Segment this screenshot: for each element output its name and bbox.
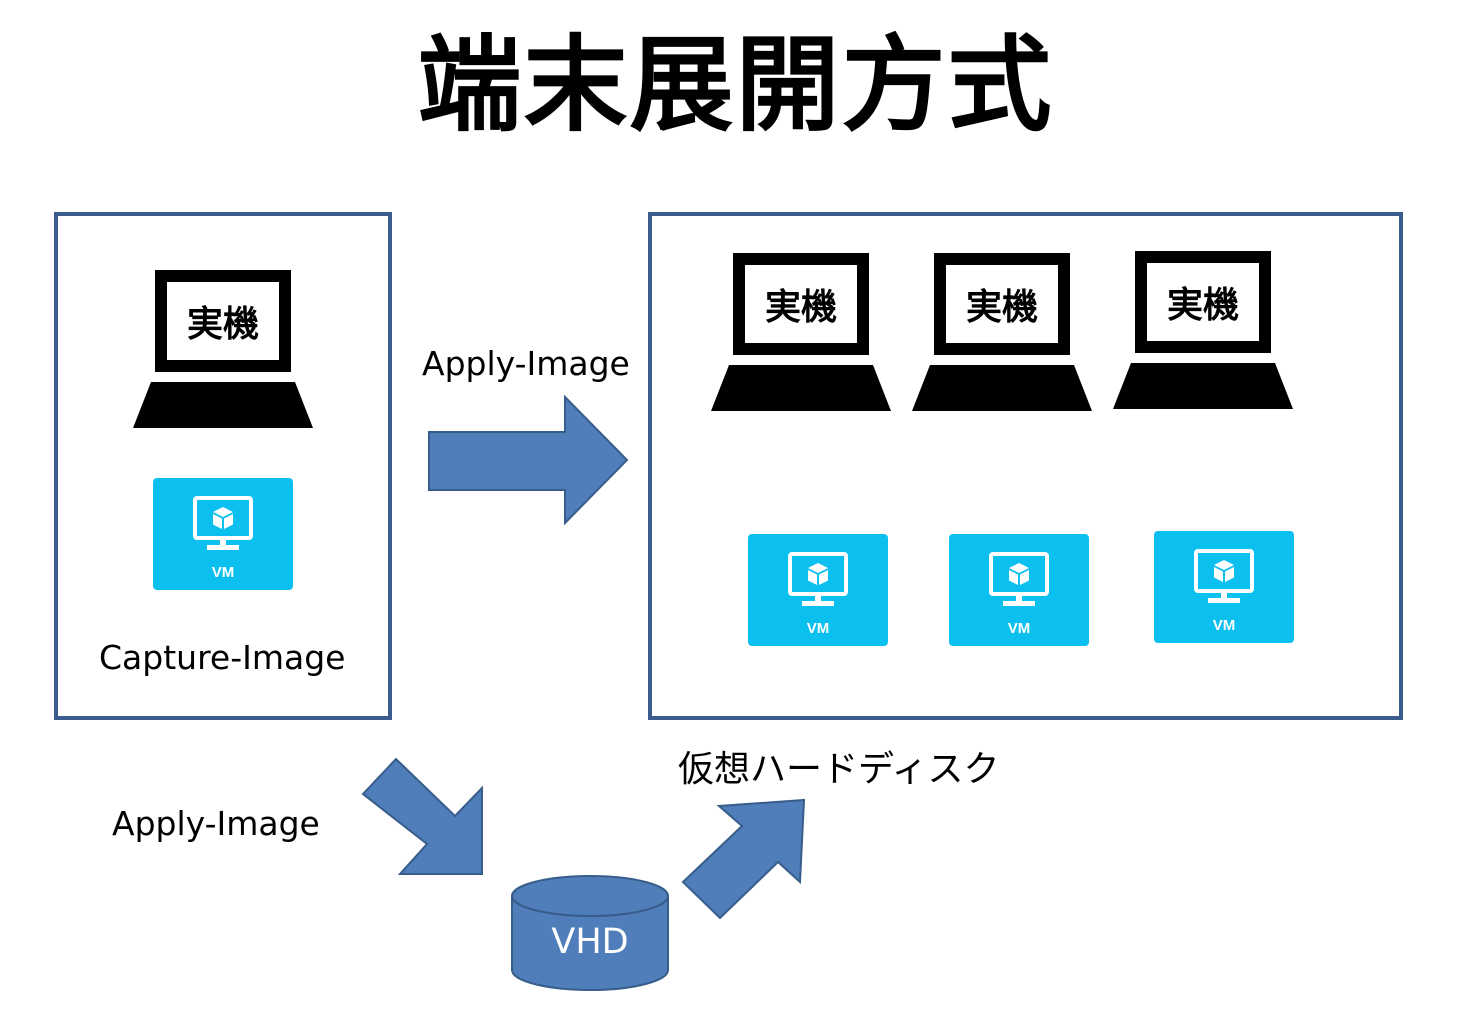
laptop-screen: 実機 — [155, 270, 291, 372]
target-vm-tile: VM — [949, 534, 1089, 646]
apply-image-bottom-label: Apply-Image — [112, 804, 320, 843]
target-laptop: 実機 — [1113, 251, 1293, 409]
vm-label: VM — [211, 564, 235, 581]
page-title: 端末展開方式 — [417, 24, 1054, 146]
vm-label: VM — [806, 620, 830, 637]
vm-monitor-icon — [1194, 549, 1254, 603]
source-vm-tile: VM — [153, 478, 293, 590]
target-laptop: 実機 — [912, 253, 1092, 411]
laptop-screen-label: 実機 — [745, 265, 857, 343]
source-laptop: 実機 — [133, 270, 313, 428]
laptop-screen: 実機 — [1135, 251, 1271, 353]
virtual-hard-disk-label: 仮想ハードディスク — [678, 749, 1000, 790]
vm-monitor-icon — [193, 496, 253, 550]
vhd-cylinder — [511, 875, 669, 991]
laptop-screen-label: 実機 — [167, 282, 279, 360]
apply-image-top-label: Apply-Image — [422, 344, 630, 383]
right-arrow-icon — [428, 394, 629, 526]
laptop-keyboard-base — [711, 365, 891, 411]
vhd-label: VHD — [551, 922, 629, 962]
vm-label: VM — [1212, 617, 1236, 634]
target-vm-tile: VM — [1154, 531, 1294, 643]
up-right-arrow-icon — [681, 798, 806, 920]
capture-image-label: Capture-Image — [99, 638, 346, 677]
vm-monitor-icon — [989, 552, 1049, 606]
vm-label: VM — [1007, 620, 1031, 637]
target-vm-tile: VM — [748, 534, 888, 646]
laptop-keyboard-base — [912, 365, 1092, 411]
down-right-arrow-icon — [361, 757, 483, 875]
laptop-keyboard-base — [133, 382, 313, 428]
laptop-screen: 実機 — [733, 253, 869, 355]
laptop-screen: 実機 — [934, 253, 1070, 355]
laptop-screen-label: 実機 — [1147, 263, 1259, 341]
laptop-screen-label: 実機 — [946, 265, 1058, 343]
laptop-keyboard-base — [1113, 363, 1293, 409]
target-laptop: 実機 — [711, 253, 891, 411]
vm-monitor-icon — [788, 552, 848, 606]
